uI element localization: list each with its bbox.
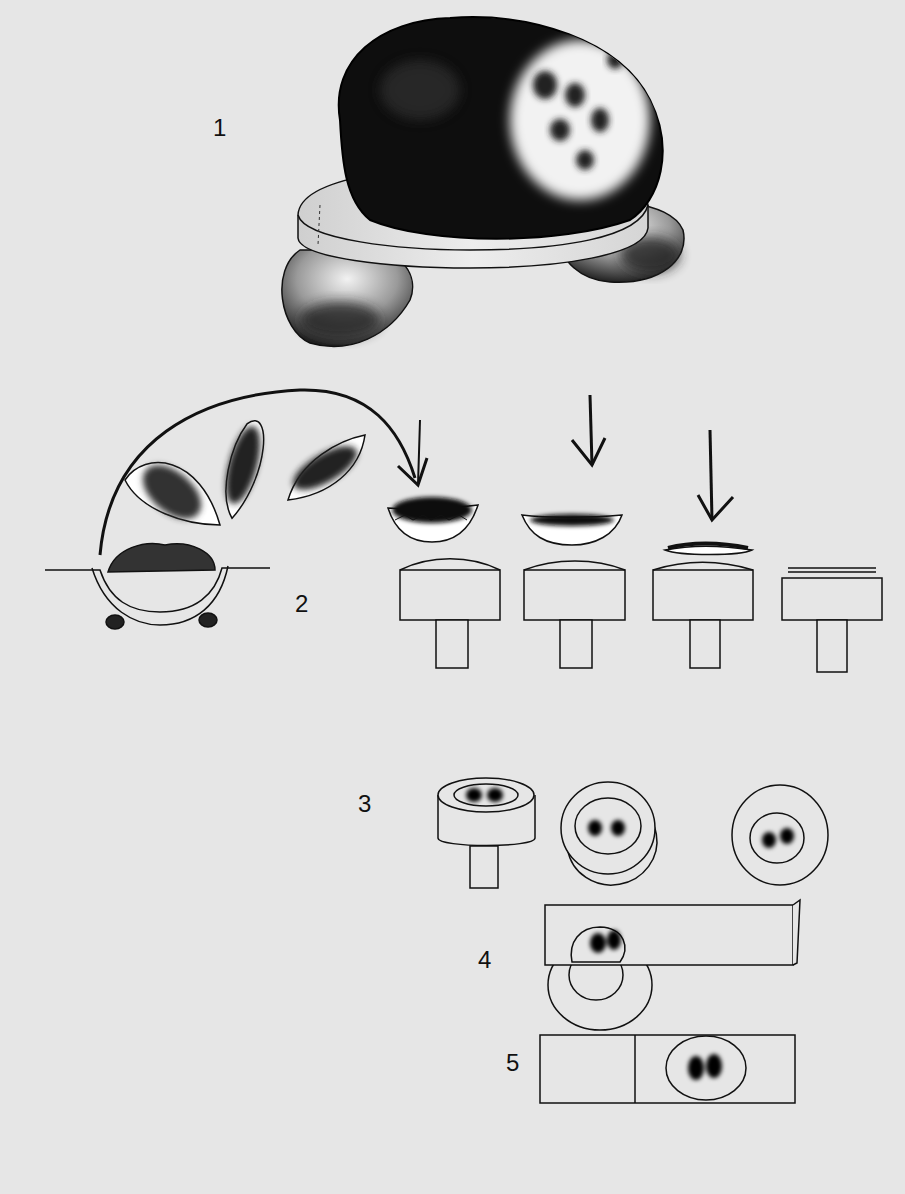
- tumor-dots: [466, 788, 794, 848]
- callout-number: 2: [295, 592, 308, 616]
- tumor-specimen: [282, 17, 684, 346]
- callout-number: 5: [506, 1051, 519, 1075]
- tumor-dots: [590, 930, 621, 953]
- tumor-mass: [339, 17, 663, 239]
- tissue-shadow: [300, 302, 380, 338]
- callout-number: 3: [358, 792, 371, 816]
- press-arrow: [572, 395, 733, 520]
- cryostat-chuck: [400, 559, 882, 672]
- callout-number: 4: [478, 948, 491, 972]
- tumor-dots: [688, 1054, 722, 1080]
- cut-line: [318, 205, 320, 245]
- tissue-on-chuck: [388, 497, 752, 555]
- wound-bed: [45, 544, 270, 629]
- slide-pickup: [545, 900, 800, 1030]
- tumor-texture: [380, 40, 650, 200]
- mounted-slide: [540, 1035, 795, 1103]
- chuck-views: [438, 778, 828, 892]
- transfer-arrow: [100, 390, 427, 555]
- callout-number: 1: [213, 116, 226, 140]
